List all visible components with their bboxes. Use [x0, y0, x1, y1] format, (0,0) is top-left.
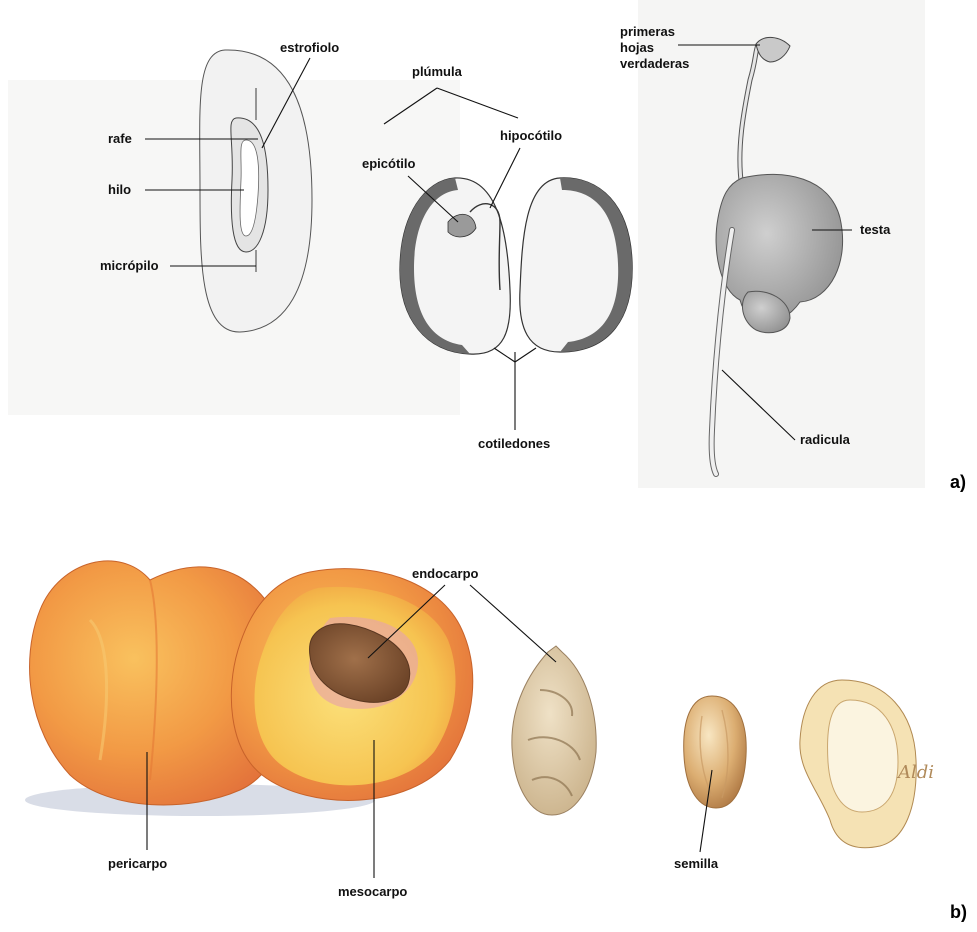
artist-signature: Aldi [896, 762, 934, 783]
peach-stone-illustration [512, 646, 596, 815]
label-testa: testa [860, 222, 891, 237]
opened-bean-illustration [400, 178, 632, 354]
label-semilla: semilla [674, 856, 719, 871]
label-hipocotilo: hipocótilo [500, 128, 562, 143]
label-micropilo: micrópilo [100, 258, 159, 273]
seed-illustration [684, 696, 747, 808]
label-endocarpo: endocarpo [412, 566, 479, 581]
label-primeras-line3: verdaderas [620, 56, 689, 71]
panel-a: estrofiolo rafe hilo micrópilo plúmula h… [8, 0, 966, 492]
label-hilo: hilo [108, 182, 131, 197]
label-cotiledones: cotiledones [478, 436, 550, 451]
label-pericarpo: pericarpo [108, 856, 167, 871]
label-epicotilo: epicótilo [362, 156, 416, 171]
label-mesocarpo: mesocarpo [338, 884, 407, 899]
panel-b-letter: b) [950, 902, 967, 922]
label-rafe: rafe [108, 131, 132, 146]
label-plumula: plúmula [412, 64, 463, 79]
panel-a-letter: a) [950, 472, 966, 492]
half-peach-illustration [231, 569, 472, 801]
label-primeras-line1: primeras [620, 24, 675, 39]
label-estrofiolo: estrofiolo [280, 40, 339, 55]
panel-b: Aldi endocarpo pericarpo mesocarpo semil… [25, 561, 967, 922]
label-radicula: radicula [800, 432, 851, 447]
label-primeras-line2: hojas [620, 40, 654, 55]
